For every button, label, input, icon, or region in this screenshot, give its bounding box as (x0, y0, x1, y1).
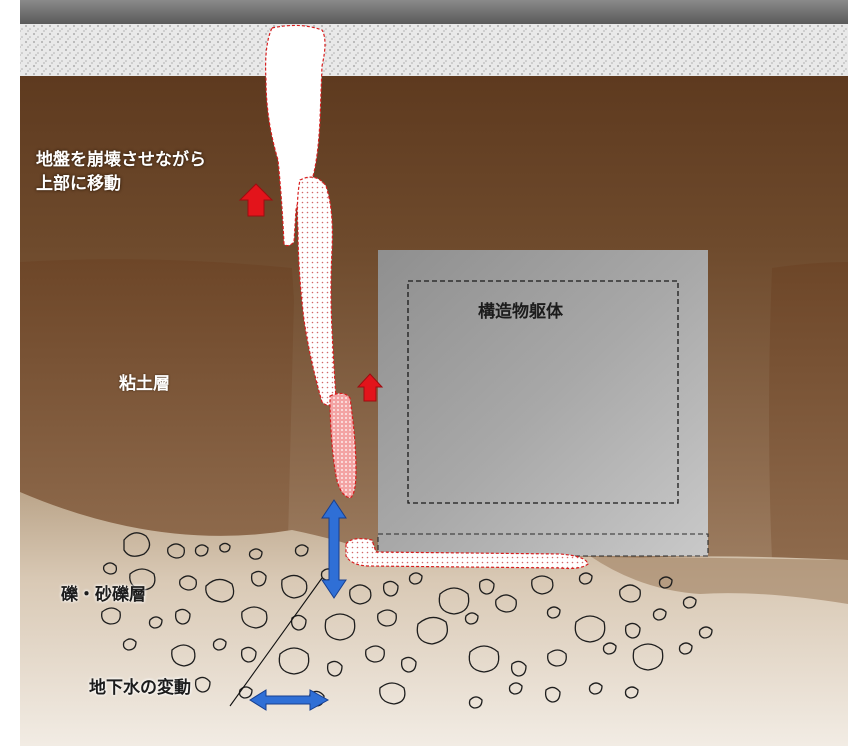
cavity-upper (265, 24, 326, 247)
cavity-base (345, 538, 589, 570)
clay-layer-right (769, 262, 848, 560)
pavement-layer (20, 24, 848, 76)
ground-collapse-line2: 上部に移動 (36, 174, 121, 194)
structure-body-label: 構造物躯体 (478, 302, 563, 322)
sand-gravel-layer (20, 492, 848, 746)
cavity-lower (329, 392, 357, 499)
structure-body (378, 250, 708, 556)
groundwater-fluctuation-label: 地下水の変動 (89, 678, 191, 698)
top-bar (20, 0, 848, 24)
clay-layer-label: 粘土層 (119, 374, 170, 394)
structure-inner-outline (407, 280, 679, 504)
double-arrow-icon (321, 499, 347, 599)
gravel-sand-layer-label: 礫・砂礫層 (61, 585, 146, 605)
double-arrow-icon (249, 689, 330, 711)
subsoil-band (590, 556, 848, 604)
up-arrow-icon (238, 183, 274, 217)
leader-line (229, 577, 323, 707)
gravel-stones (101, 532, 713, 709)
ground-collapse-line1: 地盤を崩壊させながら (36, 150, 206, 170)
up-arrow-icon (356, 373, 384, 402)
ground-collapse-label: 地盤を崩壊させながら 上部に移動 (36, 148, 206, 196)
clay-layer-left (20, 259, 294, 542)
